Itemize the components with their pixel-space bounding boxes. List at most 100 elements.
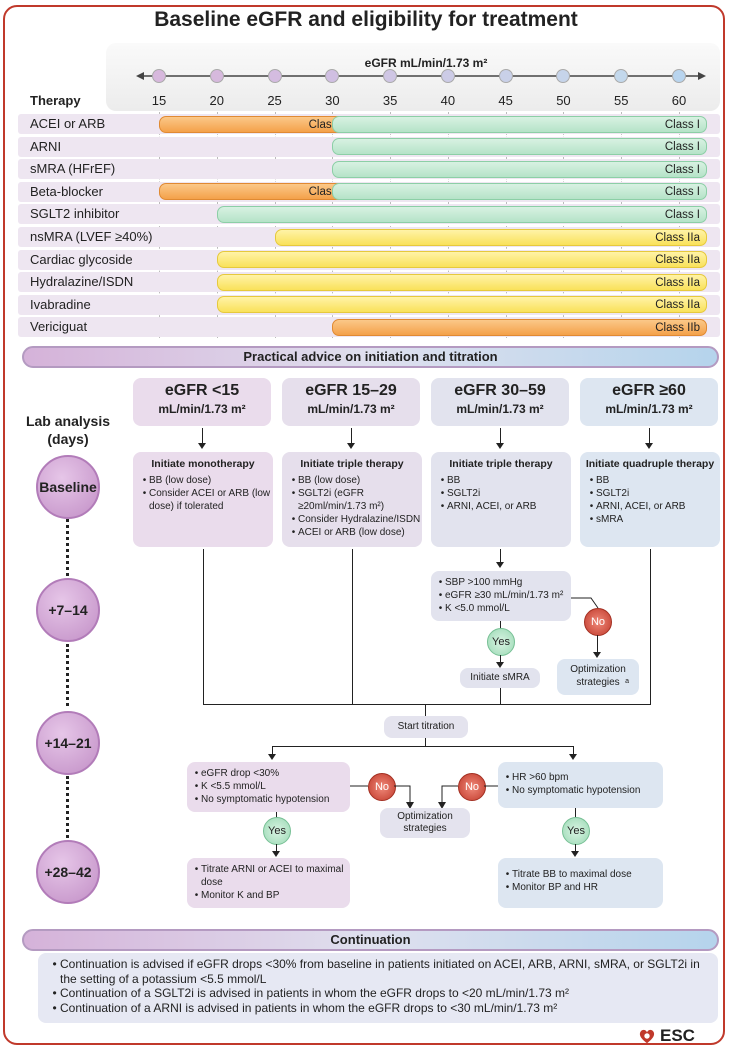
therapy-box-triple-15-29: Initiate triple therapy BB (low dose)SGL… — [282, 452, 422, 547]
axis-tick-label: 25 — [267, 93, 282, 108]
flow-line — [573, 746, 574, 755]
recommendation-bar: Class IIa — [216, 251, 707, 269]
axis-tick-label: 35 — [382, 93, 398, 108]
advice-banner: Practical advice on initiation and titra… — [22, 346, 719, 368]
flow-line — [352, 549, 353, 704]
axis-label: eGFR mL/min/1.73 m² — [364, 56, 488, 70]
arrow-head — [593, 652, 601, 658]
axis-dot — [440, 69, 455, 83]
axis-dot — [267, 69, 282, 83]
arrow-head — [198, 443, 206, 449]
recommendation-bar: Class I — [332, 183, 707, 201]
therapy-label: sMRA (HFrEF) — [30, 161, 116, 177]
no-node: No — [368, 773, 396, 801]
therapy-label: Hydralazine/ISDN — [30, 274, 134, 290]
flow-line — [203, 549, 204, 704]
recommendation-bar: Class I — [332, 160, 707, 178]
flow-line — [575, 808, 576, 817]
grid-line — [621, 112, 623, 338]
axis-dot — [325, 69, 340, 83]
start-titration-box: Start titration — [384, 716, 468, 738]
flow-line — [500, 621, 501, 629]
axis-tick-label: 15 — [151, 93, 167, 108]
no-node: No — [458, 773, 486, 801]
yes-node: Yes — [562, 817, 590, 845]
therapy-label: Beta-blocker — [30, 183, 103, 199]
initiate-smra-box: Initiate sMRA — [460, 668, 540, 688]
continuation-banner: Continuation — [22, 929, 719, 951]
therapy-label: ACEI or ARB — [30, 116, 106, 131]
therapy-label: ARNI — [30, 138, 62, 154]
flow-line — [500, 688, 501, 704]
axis-dot — [556, 69, 571, 83]
recommendation-bar: Class IIb — [332, 318, 707, 336]
no-node: No — [584, 608, 612, 636]
esc-heart-icon — [639, 1029, 655, 1044]
grid-line — [274, 112, 276, 338]
therapy-box-triple-30-59: Initiate triple therapy BBSGLT2iARNI, AC… — [431, 452, 571, 547]
axis-tick-label: 20 — [209, 93, 224, 108]
therapy-label: SGLT2 inhibitor — [30, 206, 120, 222]
esc-logo-text: ESC — [660, 1026, 695, 1045]
axis-tick-label: 50 — [556, 93, 571, 108]
figure-title: Baseline eGFR and eligibility for treatm… — [154, 8, 578, 31]
arrow-head — [645, 443, 653, 449]
flow-line — [276, 844, 277, 852]
axis-dot — [498, 69, 513, 83]
flow-line — [276, 812, 277, 818]
left-titration-result-box: Titrate ARNI or ACEI to maximal doseMoni… — [187, 858, 350, 908]
no-branch-line — [438, 785, 498, 809]
therapy-box-monotherapy: Initiate monotherapy BB (low dose)Consid… — [133, 452, 273, 547]
flow-line — [425, 738, 426, 746]
grid-line — [332, 112, 334, 338]
recommendation-bar: Class IIb — [159, 115, 361, 133]
flow-line — [650, 549, 651, 704]
flow-line — [575, 844, 576, 852]
recommendation-bar: Class I — [216, 205, 707, 223]
yes-node: Yes — [263, 817, 291, 845]
flow-line — [272, 746, 273, 755]
axis-tick-label: 30 — [325, 93, 340, 108]
figure-frame — [3, 5, 725, 1045]
therapy-label: Vericiguat — [30, 319, 88, 335]
arrow-head — [347, 443, 355, 449]
arrow-line — [500, 428, 501, 444]
grid-line — [390, 112, 392, 338]
axis-tick-label: 45 — [498, 93, 513, 108]
flow-line — [500, 655, 501, 664]
timepoint-baseline: Baseline — [36, 455, 100, 519]
axis-tick-label: 60 — [671, 93, 687, 108]
axis-dot — [383, 69, 398, 83]
left-titration-criteria-box: eGFR drop <30%K <5.5 mmol/LNo symptomati… — [187, 762, 350, 812]
grid-line — [216, 112, 218, 338]
optimization-strategies-mid-box: Optimization strategies — [380, 808, 470, 838]
flow-line — [203, 704, 651, 705]
continuation-box: Continuation is advised if eGFR drops <3… — [38, 953, 718, 1023]
arrow-head — [496, 662, 504, 668]
therapy-label: Cardiac glycoside — [30, 251, 133, 267]
arrow-line — [351, 428, 352, 444]
right-titration-result-box: Titrate BB to maximal doseMonitor BP and… — [498, 858, 663, 908]
recommendation-bar: Class I — [332, 115, 707, 133]
recommendation-bar: Class IIa — [274, 228, 707, 246]
arrow-head — [569, 754, 577, 760]
recommendation-bar: Class IIa — [216, 273, 707, 291]
grid-line — [505, 112, 507, 338]
therapy-header: Therapy — [30, 93, 81, 108]
timeline-dots — [66, 644, 69, 706]
yes-node: Yes — [487, 628, 515, 656]
no-branch-line — [571, 597, 599, 609]
flow-line — [597, 635, 598, 653]
right-titration-criteria-box: HR >60 bpmNo symptomatic hypotension — [498, 762, 663, 808]
therapy-label: Ivabradine — [30, 296, 91, 312]
smra-criteria-box: SBP >100 mmHgeGFR ≥30 mL/min/1.73 m²K <5… — [431, 571, 571, 621]
no-branch-line — [350, 785, 414, 809]
recommendation-bar: Class I — [332, 138, 707, 156]
arrow-head — [571, 851, 579, 857]
arrow-line — [202, 428, 203, 444]
timepoint-14-21: +14–21 — [36, 711, 100, 775]
